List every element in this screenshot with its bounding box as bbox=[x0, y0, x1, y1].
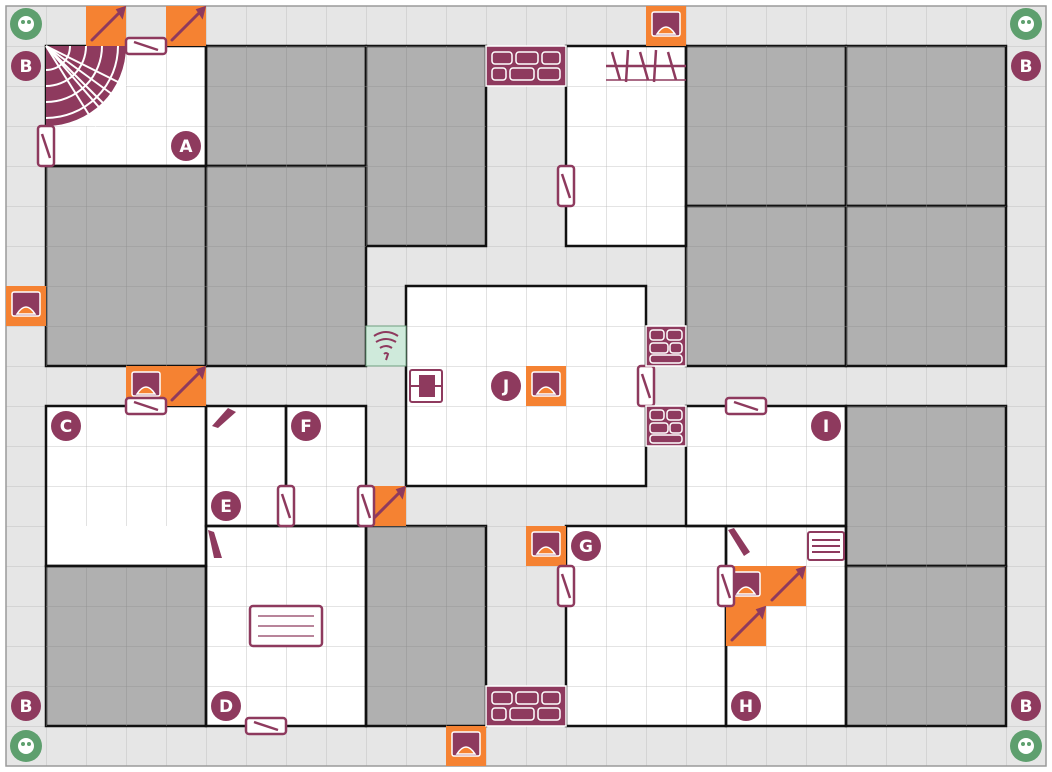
room-label-h[interactable]: H bbox=[731, 691, 761, 721]
room-label-c[interactable]: C bbox=[51, 411, 81, 441]
svg-text:B: B bbox=[1020, 697, 1033, 717]
door-icon[interactable] bbox=[356, 484, 376, 528]
rubble-wall-icon[interactable] bbox=[645, 405, 687, 447]
skull-emblem-icon bbox=[1010, 730, 1042, 762]
spear-icon bbox=[730, 605, 767, 642]
spear-icon bbox=[170, 5, 207, 42]
blocked-areas bbox=[44, 44, 1008, 728]
door-icon[interactable] bbox=[124, 396, 168, 416]
room-label-e[interactable]: E bbox=[211, 491, 241, 521]
trap-icon bbox=[731, 571, 761, 597]
spear-icon bbox=[170, 365, 207, 402]
svg-text:F: F bbox=[300, 417, 312, 437]
chest-icon[interactable] bbox=[807, 531, 845, 561]
door-icon[interactable] bbox=[556, 564, 576, 608]
corner-label-b[interactable]: B bbox=[1011, 691, 1041, 721]
room-label-a[interactable]: A bbox=[171, 131, 201, 161]
room-top-middle-wall bbox=[564, 44, 688, 248]
trap-icons bbox=[11, 11, 761, 757]
doors bbox=[36, 36, 768, 736]
svg-text:B: B bbox=[20, 697, 33, 717]
blade-icon bbox=[212, 408, 236, 428]
room-label-j[interactable]: J bbox=[491, 371, 521, 401]
room-label-i[interactable]: I bbox=[811, 411, 841, 441]
svg-text:A: A bbox=[179, 137, 193, 157]
blade-icon bbox=[208, 530, 222, 558]
skull-emblem-icon bbox=[1010, 8, 1042, 40]
room-label-d[interactable]: D bbox=[211, 691, 241, 721]
door-icon[interactable] bbox=[36, 124, 56, 168]
rubble-walls bbox=[485, 45, 687, 727]
weapon-rack-icon[interactable] bbox=[606, 49, 686, 83]
skull-emblem-icon bbox=[10, 8, 42, 40]
rubble-wall-icon[interactable] bbox=[645, 325, 687, 367]
svg-text:B: B bbox=[20, 57, 33, 77]
corner-emblems bbox=[10, 8, 1042, 762]
trap-icon bbox=[531, 371, 561, 397]
spear-icons bbox=[90, 5, 807, 642]
room-labels: A C D E F G H I J B B B B bbox=[11, 51, 1041, 721]
door-icon[interactable] bbox=[244, 716, 288, 736]
spiral-stairs-icon[interactable] bbox=[45, 45, 127, 127]
door-icon[interactable] bbox=[716, 564, 736, 608]
svg-text:G: G bbox=[579, 537, 593, 557]
door-icon[interactable] bbox=[724, 396, 768, 416]
door-icon[interactable] bbox=[556, 164, 576, 208]
svg-text:C: C bbox=[60, 417, 72, 437]
svg-text:I: I bbox=[823, 417, 829, 437]
trap-icon bbox=[131, 371, 161, 397]
chest-icon[interactable] bbox=[409, 369, 443, 403]
door-icon[interactable] bbox=[124, 36, 168, 56]
trap-icon bbox=[651, 11, 681, 37]
skull-emblem-icon bbox=[10, 730, 42, 762]
spear-icon bbox=[370, 485, 407, 522]
blade-icon bbox=[728, 528, 750, 556]
svg-text:D: D bbox=[219, 697, 233, 717]
trap-icon bbox=[11, 291, 41, 317]
corner-label-b[interactable]: B bbox=[1011, 51, 1041, 81]
svg-text:H: H bbox=[739, 697, 753, 717]
spear-icon bbox=[90, 5, 127, 42]
trap-icon bbox=[451, 731, 481, 757]
room-label-g[interactable]: G bbox=[571, 531, 601, 561]
corner-label-b[interactable]: B bbox=[11, 51, 41, 81]
door-icon[interactable] bbox=[636, 364, 656, 408]
svg-text:B: B bbox=[1020, 57, 1033, 77]
table-icon[interactable] bbox=[248, 604, 324, 648]
vortex-icon[interactable] bbox=[365, 325, 407, 367]
rubble-wall-icon[interactable] bbox=[485, 685, 567, 727]
rubble-wall-icon[interactable] bbox=[485, 45, 567, 87]
corner-label-b[interactable]: B bbox=[11, 691, 41, 721]
room-label-f[interactable]: F bbox=[291, 411, 321, 441]
spear-icon bbox=[770, 565, 807, 602]
board-border bbox=[5, 5, 1047, 767]
svg-text:J: J bbox=[502, 377, 509, 397]
svg-text:E: E bbox=[220, 497, 232, 517]
door-icon[interactable] bbox=[276, 484, 296, 528]
trap-icon bbox=[531, 531, 561, 557]
blade-icons bbox=[208, 408, 750, 558]
